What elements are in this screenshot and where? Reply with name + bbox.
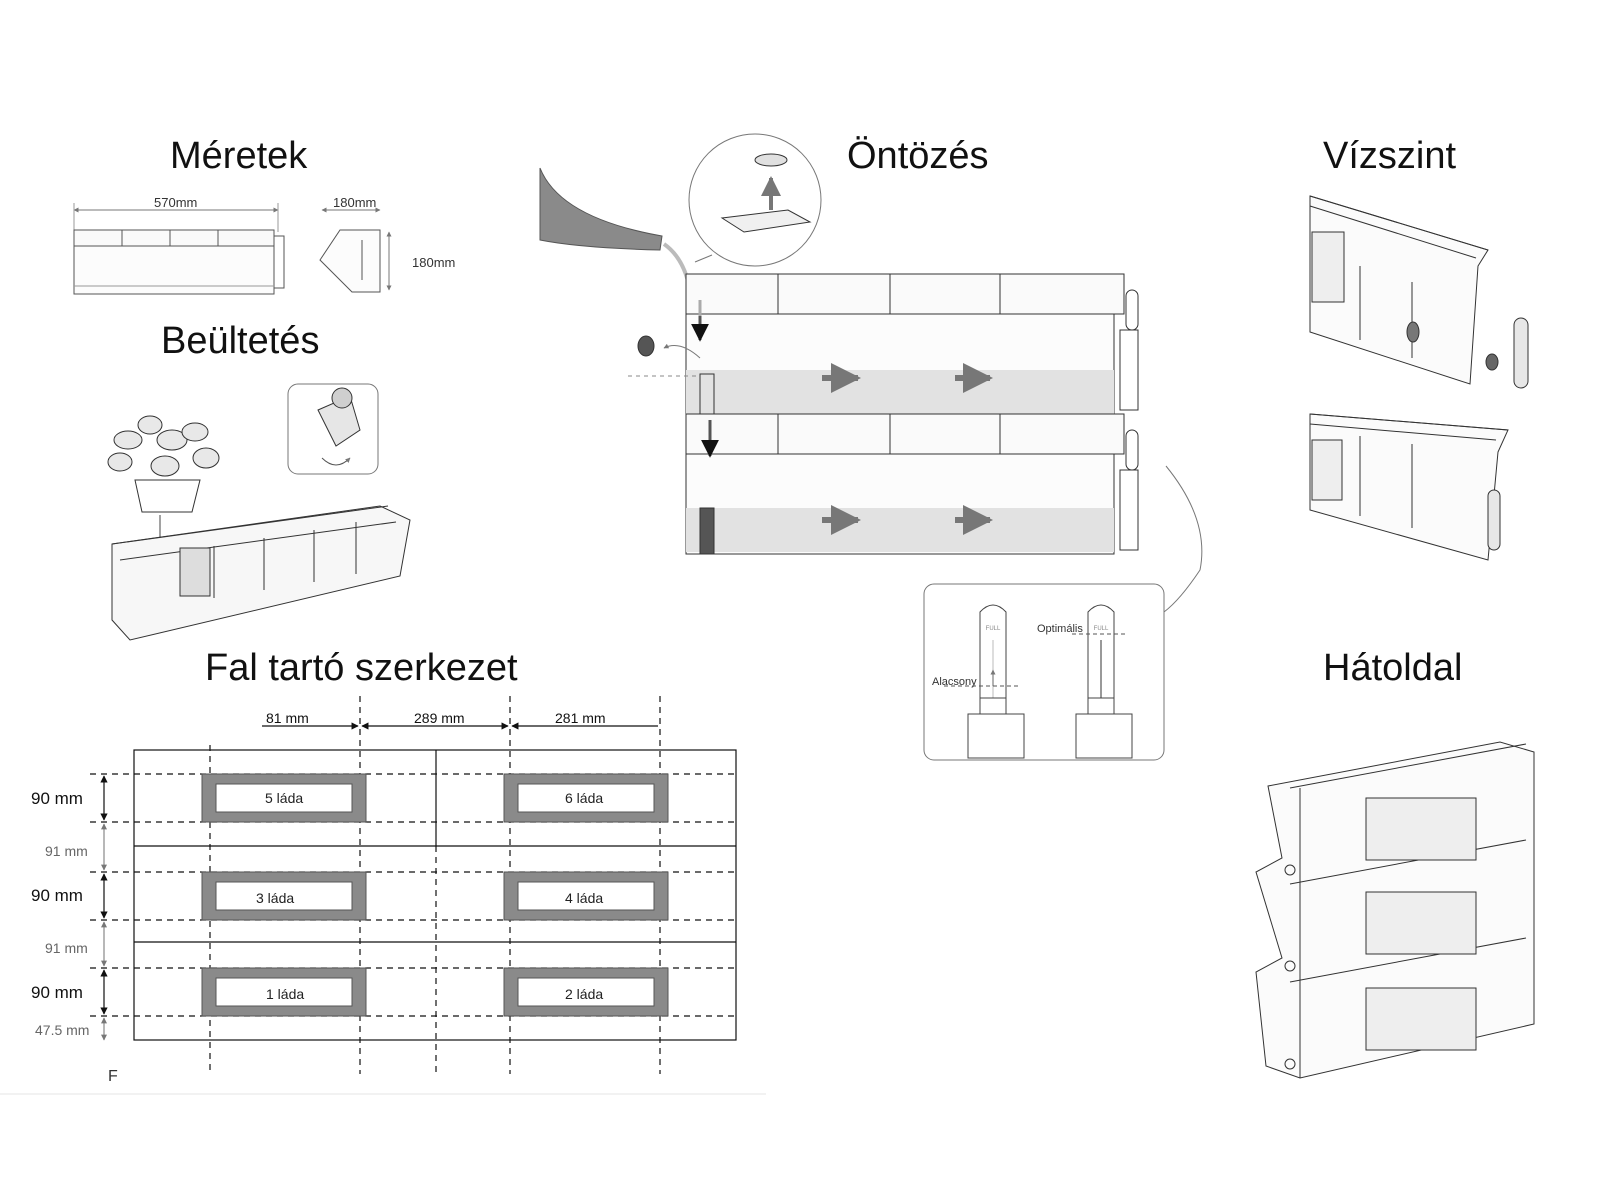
plant-icon bbox=[107, 415, 220, 513]
box-label-6: 6 láda bbox=[565, 790, 604, 806]
corner-mark: F bbox=[108, 1068, 118, 1085]
section-title-irrigation: Öntözés bbox=[847, 135, 989, 177]
box-label-3: 3 láda bbox=[256, 890, 295, 906]
section-title-water-level: Vízszint bbox=[1323, 135, 1457, 177]
box-label-5: 5 láda bbox=[265, 790, 304, 806]
row-dim-6: 47.5 mm bbox=[35, 1022, 90, 1038]
section-title-dimensions: Méretek bbox=[170, 135, 308, 177]
irrigation-illustration bbox=[539, 133, 1203, 613]
row-dim-5: 90 mm bbox=[31, 983, 83, 1002]
dimension-front-view bbox=[73, 203, 285, 295]
water-gauge-callout bbox=[923, 583, 1165, 761]
dimension-height-label: 180mm bbox=[412, 255, 456, 270]
gauge-low-label: Alacsony bbox=[932, 676, 977, 688]
water-level-illustration bbox=[1309, 195, 1529, 561]
row-dim-3: 90 mm bbox=[31, 886, 83, 905]
box-label-4: 4 láda bbox=[565, 890, 604, 906]
row-dim-2: 91 mm bbox=[45, 843, 88, 859]
section-title-back: Hátoldal bbox=[1323, 647, 1463, 689]
gauge-full-mark-1: FULL bbox=[986, 626, 1001, 632]
wall-mount-diagram bbox=[90, 696, 737, 1074]
section-title-planting: Beültetés bbox=[161, 320, 320, 362]
row-dim-4: 91 mm bbox=[45, 940, 88, 956]
col-dim-2: 289 mm bbox=[414, 710, 465, 726]
box-label-1: 1 láda bbox=[266, 986, 305, 1002]
gauge-optimal-label: Optimális bbox=[1037, 623, 1083, 635]
planting-illustration bbox=[107, 383, 411, 641]
gauge-full-mark-2: FULL bbox=[1094, 626, 1109, 632]
col-dim-1: 81 mm bbox=[266, 710, 309, 726]
box-label-2: 2 láda bbox=[565, 986, 604, 1002]
dimension-depth-label: 180mm bbox=[333, 195, 377, 210]
back-view-illustration bbox=[1255, 741, 1535, 1079]
section-title-wall-mount: Fal tartó szerkezet bbox=[205, 647, 518, 689]
dimension-length-label: 570mm bbox=[154, 195, 198, 210]
row-dim-1: 90 mm bbox=[31, 789, 83, 808]
col-dim-3: 281 mm bbox=[555, 710, 606, 726]
dimension-side-view bbox=[319, 207, 392, 293]
